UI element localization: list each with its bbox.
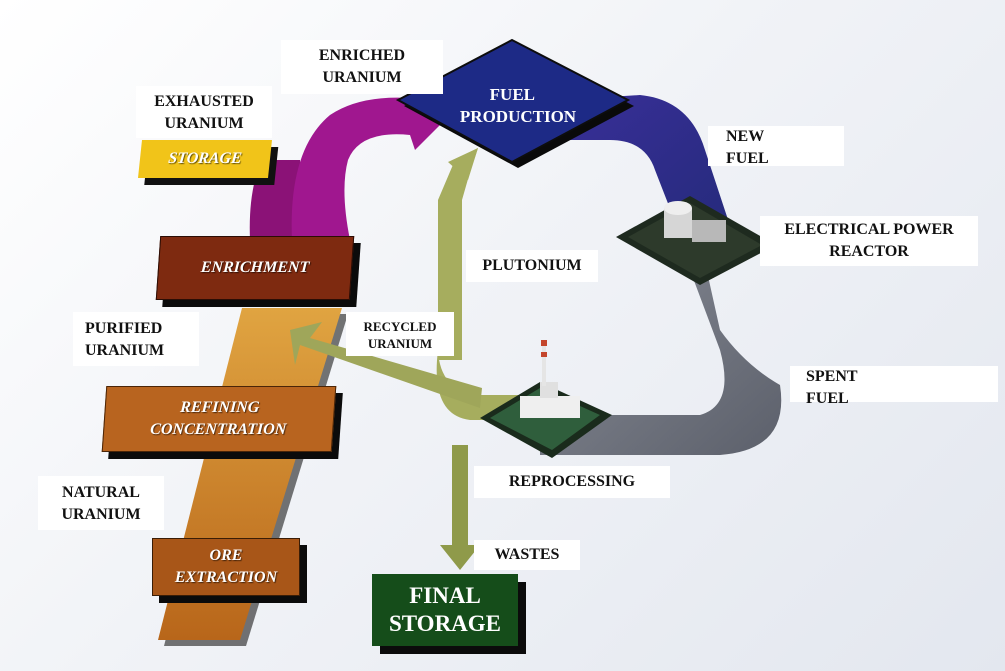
purified-uranium-label: PURIFIED URANIUM [73,312,199,366]
enriched-uranium-label: ENRICHED URANIUM [281,40,443,94]
spent-fuel-flow [540,240,782,455]
wastes-label: WASTES [474,540,580,570]
natural-uranium-label: NATURAL URANIUM [38,476,164,530]
enriched-uranium-flow [249,88,445,240]
exhausted-uranium-label: EXHAUSTED URANIUM [136,86,272,138]
refining-concentration-node: REFINING CONCENTRATION [101,386,337,452]
fuel-production-label: FUEL PRODUCTION [460,85,577,126]
enrichment-node: ENRICHMENT [155,236,355,300]
plutonium-label: PLUTONIUM [466,250,598,282]
electrical-power-reactor-label: ELECTRICAL POWER REACTOR [760,216,978,266]
ore-extraction-node: ORE EXTRACTION [152,538,300,596]
spent-fuel-label: SPENT FUEL [790,366,998,407]
reprocessing-label: REPROCESSING [474,466,670,498]
reactor-icon [616,196,776,285]
recycled-uranium-label: RECYCLED URANIUM [346,312,454,356]
reprocessing-plant-icon [480,340,612,458]
storage-node: STORAGE [138,140,272,178]
final-storage-node: FINAL STORAGE [372,574,518,646]
new-fuel-label: NEW FUEL [708,126,844,167]
